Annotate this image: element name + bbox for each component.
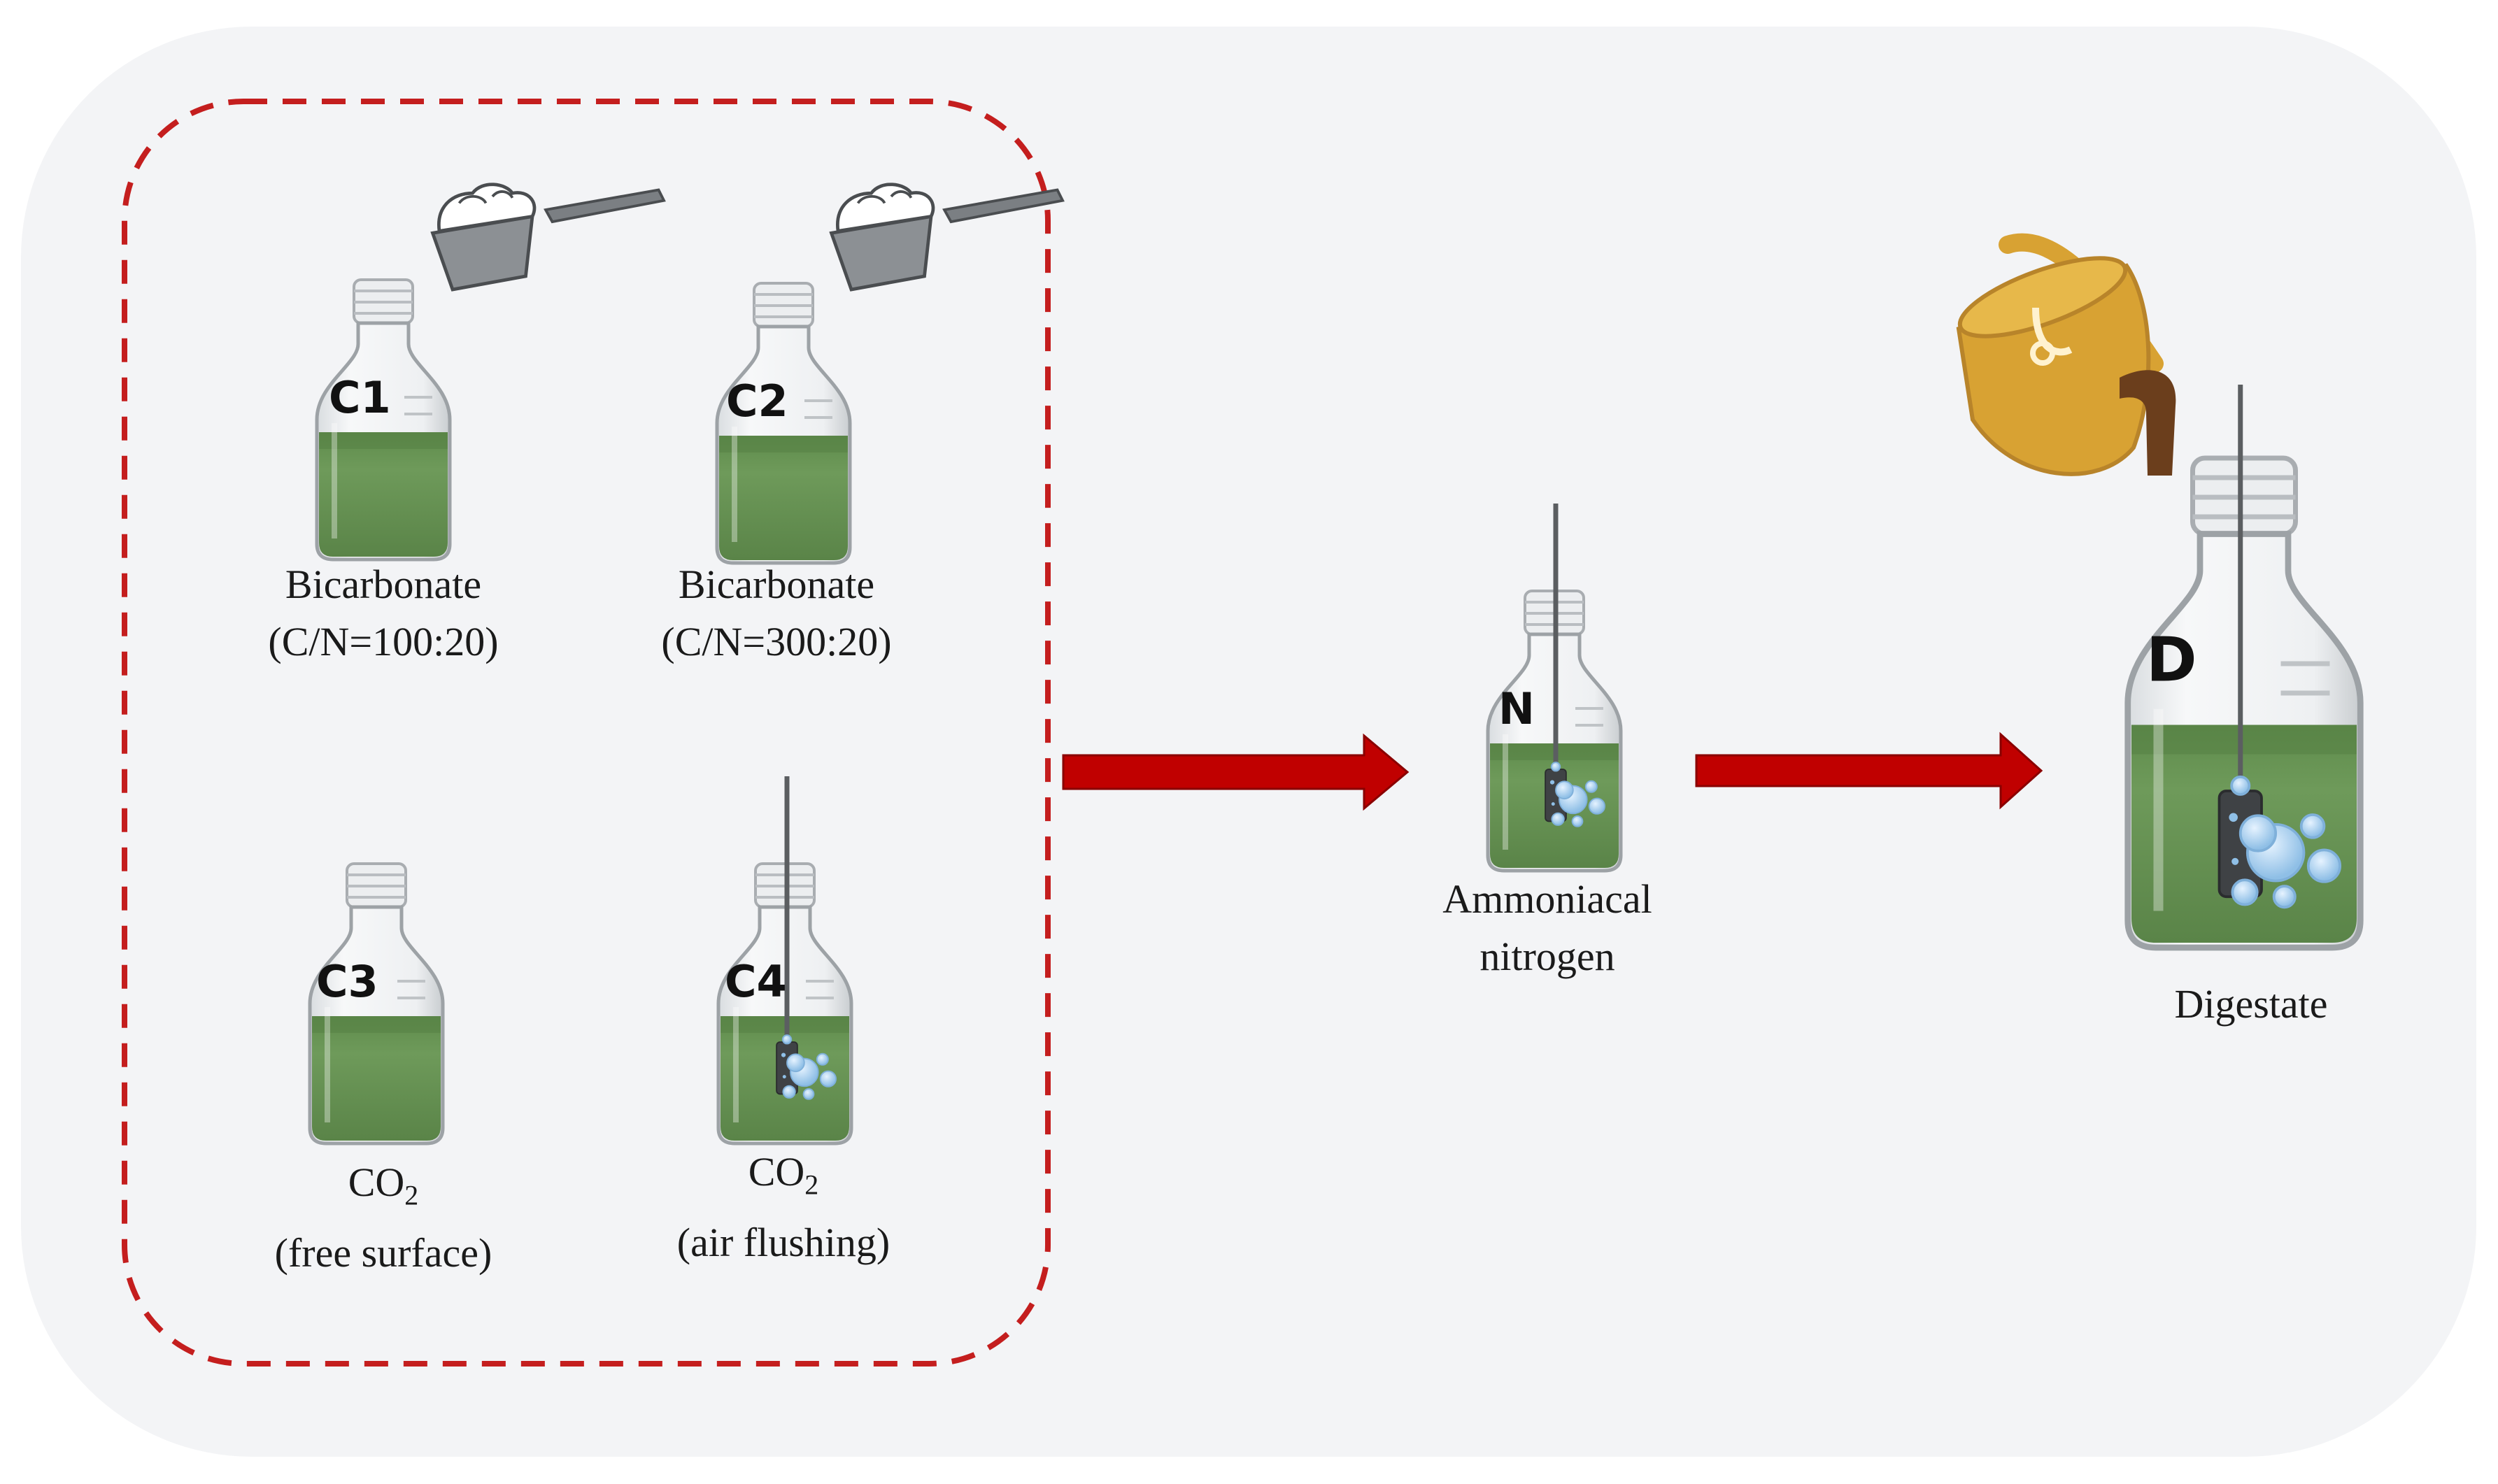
label-c2-line1: Bicarbonate: [678, 562, 875, 607]
label-c1: Bicarbonate (C/N=100:20): [243, 556, 523, 671]
label-c2: Bicarbonate (C/N=300:20): [637, 556, 916, 671]
label-c4-line2: (air flushing): [676, 1219, 890, 1265]
bottle-tag-c1: C1: [329, 372, 391, 423]
bottle-tag-d: D: [2146, 625, 2197, 696]
label-d: Digestate: [2104, 976, 2398, 1033]
bottle-c4: C4: [718, 776, 851, 1143]
bottle-c1: C1: [317, 280, 450, 559]
label-c4: CO2 (air flushing): [637, 1143, 930, 1271]
label-c4-line1: CO2: [748, 1149, 819, 1201]
bottle-tag-c4: C4: [725, 956, 787, 1007]
label-c3-line2: (free surface): [274, 1229, 492, 1276]
flow-arrow-icon: [1062, 733, 1410, 811]
label-n-line2: nitrogen: [1479, 934, 1615, 979]
bottle-c3: C3: [310, 864, 443, 1143]
bottle-tag-c2: C2: [726, 376, 788, 427]
bottle-tag-n: N: [1498, 683, 1535, 734]
flow-arrow-icon: [1695, 732, 2043, 810]
label-c3: CO2 (free surface): [236, 1154, 530, 1282]
label-c1-line2: (C/N=100:20): [268, 619, 499, 664]
label-d-line1: Digestate: [2174, 981, 2328, 1027]
bottle-tag-c3: C3: [316, 956, 378, 1007]
bottle-c2: C2: [717, 283, 850, 563]
bottle-d: D: [2128, 385, 2361, 948]
label-n: Ammoniacal nitrogen: [1393, 871, 1701, 985]
label-c2-line2: (C/N=300:20): [661, 619, 892, 664]
bottle-n: N: [1488, 504, 1621, 871]
pouring-bucket-icon: [1956, 233, 2176, 476]
treatment-group-border: [122, 99, 1051, 1367]
label-c3-line1: CO2: [348, 1160, 419, 1211]
background-panel: [21, 27, 2476, 1457]
label-n-line1: Ammoniacal: [1442, 876, 1652, 922]
label-c1-line1: Bicarbonate: [285, 562, 482, 607]
